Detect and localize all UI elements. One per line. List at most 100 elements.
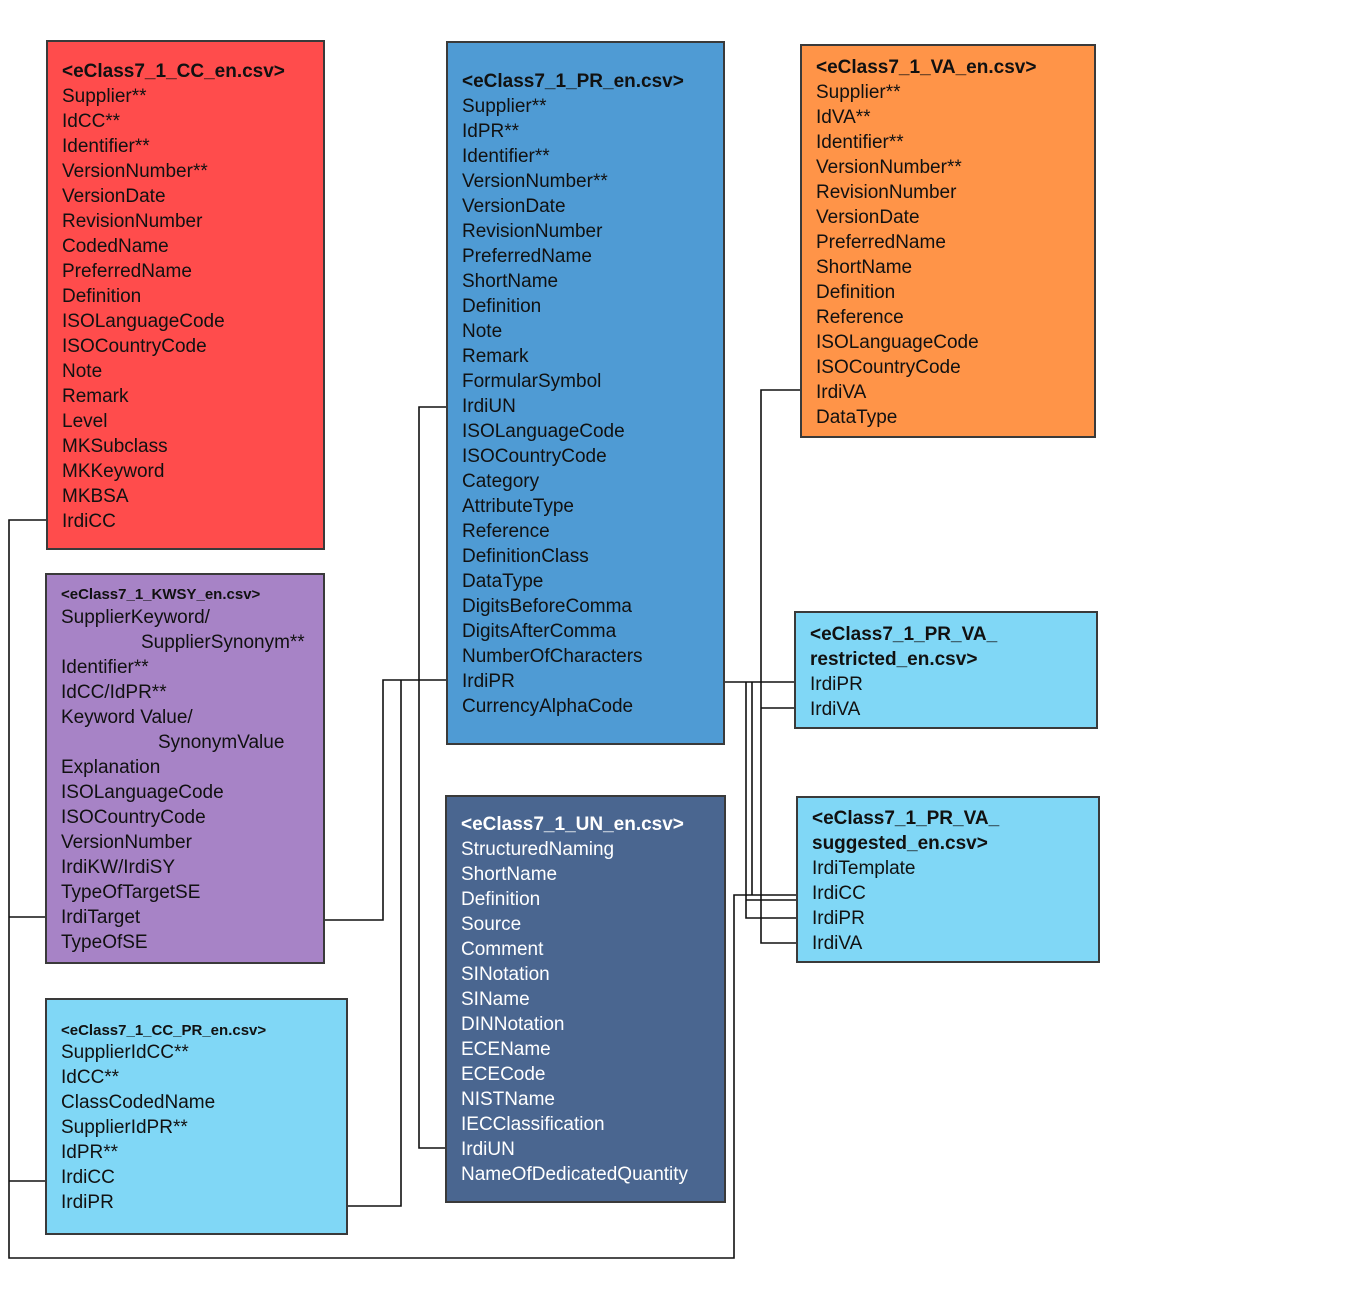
field-cc-8: Definition — [62, 286, 142, 307]
table-un-title: <eClass7_1_UN_en.csv> — [461, 814, 684, 835]
field-va-11: ISOCountryCode — [816, 357, 961, 378]
connector-irdiva — [760, 389, 810, 944]
field-cc-15: MKKeyword — [62, 461, 165, 482]
table-kwsy-title: <eClass7_1_KWSY_en.csv> — [61, 586, 261, 603]
field-va-6: PreferredName — [816, 232, 946, 253]
field-cc-4: VersionDate — [62, 186, 166, 207]
field-cc-10: ISOCountryCode — [62, 336, 207, 357]
field-kwsy-8: ISOCountryCode — [61, 807, 206, 828]
field-kwsy-2: Identifier** — [61, 657, 149, 678]
field-va-10: ISOLanguageCode — [816, 332, 979, 353]
field-pr-18: DefinitionClass — [462, 546, 589, 567]
field-va-2: Identifier** — [816, 132, 904, 153]
field-un-8: ECEName — [461, 1039, 551, 1060]
field-kwsy-6: Explanation — [61, 757, 161, 778]
field-pr-1: IdPR** — [462, 121, 520, 142]
field-pr-3: VersionNumber** — [462, 171, 608, 192]
table-va-title: <eClass7_1_VA_en.csv> — [816, 57, 1037, 78]
field-pr-11: FormularSymbol — [462, 371, 602, 392]
field-va-1: IdVA** — [816, 107, 871, 128]
field-kwsy-3: IdCC/IdPR** — [61, 682, 167, 703]
field-pr-6: PreferredName — [462, 246, 592, 267]
field-pr-23: IrdiPR — [462, 671, 515, 692]
field-un-13: NameOfDedicatedQuantity — [461, 1164, 689, 1185]
field-cc-pr-5: IrdiCC — [61, 1167, 115, 1188]
field-pr-15: Category — [462, 471, 540, 492]
field-va-7: ShortName — [816, 257, 913, 278]
field-un-6: SIName — [461, 989, 530, 1010]
field-pr-24: CurrencyAlphaCode — [462, 696, 634, 717]
field-un-4: Comment — [461, 939, 544, 960]
field-pr-0: Supplier** — [462, 96, 547, 117]
field-cc-7: PreferredName — [62, 261, 192, 282]
table-cc-pr-title: <eClass7_1_CC_PR_en.csv> — [61, 1022, 267, 1039]
field-kwsy-1: SupplierSynonym** — [141, 632, 305, 653]
field-cc-14: MKSubclass — [62, 436, 168, 457]
field-va-4: RevisionNumber — [816, 182, 957, 203]
field-kwsy-0: SupplierKeyword/ — [61, 607, 210, 628]
field-pr-4: VersionDate — [462, 196, 566, 217]
field-cc-13: Level — [62, 411, 108, 432]
field-cc-6: CodedName — [62, 236, 169, 257]
table-pr-title: <eClass7_1_PR_en.csv> — [462, 71, 684, 92]
field-un-12: IrdiUN — [461, 1139, 515, 1160]
field-kwsy-9: VersionNumber — [61, 832, 192, 853]
table-pr-va-restricted-title-2: restricted_en.csv> — [810, 649, 978, 670]
field-pr-22: NumberOfCharacters — [462, 646, 643, 667]
table-pr-va-suggested-title-2: suggested_en.csv> — [812, 833, 988, 854]
field-cc-0: Supplier** — [62, 86, 147, 107]
field-cc-pr-4: IdPR** — [61, 1142, 119, 1163]
field-pr-13: ISOLanguageCode — [462, 421, 625, 442]
field-va-12: IrdiVA — [816, 382, 867, 403]
field-cc-pr-3: SupplierIdPR** — [61, 1117, 188, 1138]
field-pr-17: Reference — [462, 521, 550, 542]
field-cc-pr-6: IrdiPR — [61, 1192, 114, 1213]
field-cc-9: ISOLanguageCode — [62, 311, 225, 332]
table-va: <eClass7_1_VA_en.csv> Supplier** IdVA** Id… — [800, 44, 1096, 438]
field-cc-17: IrdiCC — [62, 511, 116, 532]
field-un-0: StructuredNaming — [461, 839, 615, 860]
field-pr-9: Note — [462, 321, 503, 342]
field-va-5: VersionDate — [816, 207, 920, 228]
field-pr-va-suggested-3: IrdiVA — [812, 933, 863, 954]
field-cc-pr-1: IdCC** — [61, 1067, 120, 1088]
field-cc-3: VersionNumber** — [62, 161, 208, 182]
table-pr-va-suggested: <eClass7_1_PR_VA_ suggested_en.csv> Irdi… — [796, 796, 1100, 963]
field-pr-19: DataType — [462, 571, 544, 592]
field-pr-va-restricted-0: IrdiPR — [810, 674, 863, 695]
field-kwsy-13: TypeOfSE — [61, 932, 148, 953]
table-kwsy: <eClass7_1_KWSY_en.csv> SupplierKeyword/… — [45, 573, 325, 964]
field-pr-10: Remark — [462, 346, 529, 367]
field-pr-16: AttributeType — [462, 496, 574, 517]
field-pr-8: Definition — [462, 296, 542, 317]
field-va-9: Reference — [816, 307, 904, 328]
field-cc-12: Remark — [62, 386, 129, 407]
field-cc-11: Note — [62, 361, 103, 382]
table-pr-va-restricted: <eClass7_1_PR_VA_ restricted_en.csv> Ird… — [794, 611, 1098, 729]
connector-irdipr-suggested — [745, 682, 810, 919]
field-cc-5: RevisionNumber — [62, 211, 203, 232]
table-cc-title: <eClass7_1_CC_en.csv> — [62, 61, 285, 82]
field-pr-va-suggested-0: IrdiTemplate — [812, 858, 916, 879]
connector-irdiun — [418, 406, 456, 1149]
field-un-1: ShortName — [461, 864, 558, 885]
field-cc-pr-0: SupplierIdCC** — [61, 1042, 189, 1063]
field-un-5: SINotation — [461, 964, 550, 985]
field-va-3: VersionNumber** — [816, 157, 962, 178]
field-un-7: DINNotation — [461, 1014, 565, 1035]
field-cc-16: MKBSA — [62, 486, 129, 507]
field-pr-va-suggested-2: IrdiPR — [812, 908, 865, 929]
field-kwsy-4: Keyword Value/ — [61, 707, 193, 728]
table-pr: <eClass7_1_PR_en.csv> Supplier** IdPR** Id… — [446, 41, 725, 745]
field-va-0: Supplier** — [816, 82, 901, 103]
field-un-11: IECClassification — [461, 1114, 605, 1135]
field-kwsy-7: ISOLanguageCode — [61, 782, 224, 803]
field-pr-va-restricted-1: IrdiVA — [810, 699, 861, 720]
table-pr-va-restricted-title-1: <eClass7_1_PR_VA_ — [810, 624, 998, 645]
field-pr-va-suggested-1: IrdiCC — [812, 883, 866, 904]
table-cc-pr: <eClass7_1_CC_PR_en.csv> SupplierIdCC** I… — [45, 998, 348, 1235]
field-cc-2: Identifier** — [62, 136, 150, 157]
field-un-2: Definition — [461, 889, 541, 910]
field-pr-2: Identifier** — [462, 146, 550, 167]
